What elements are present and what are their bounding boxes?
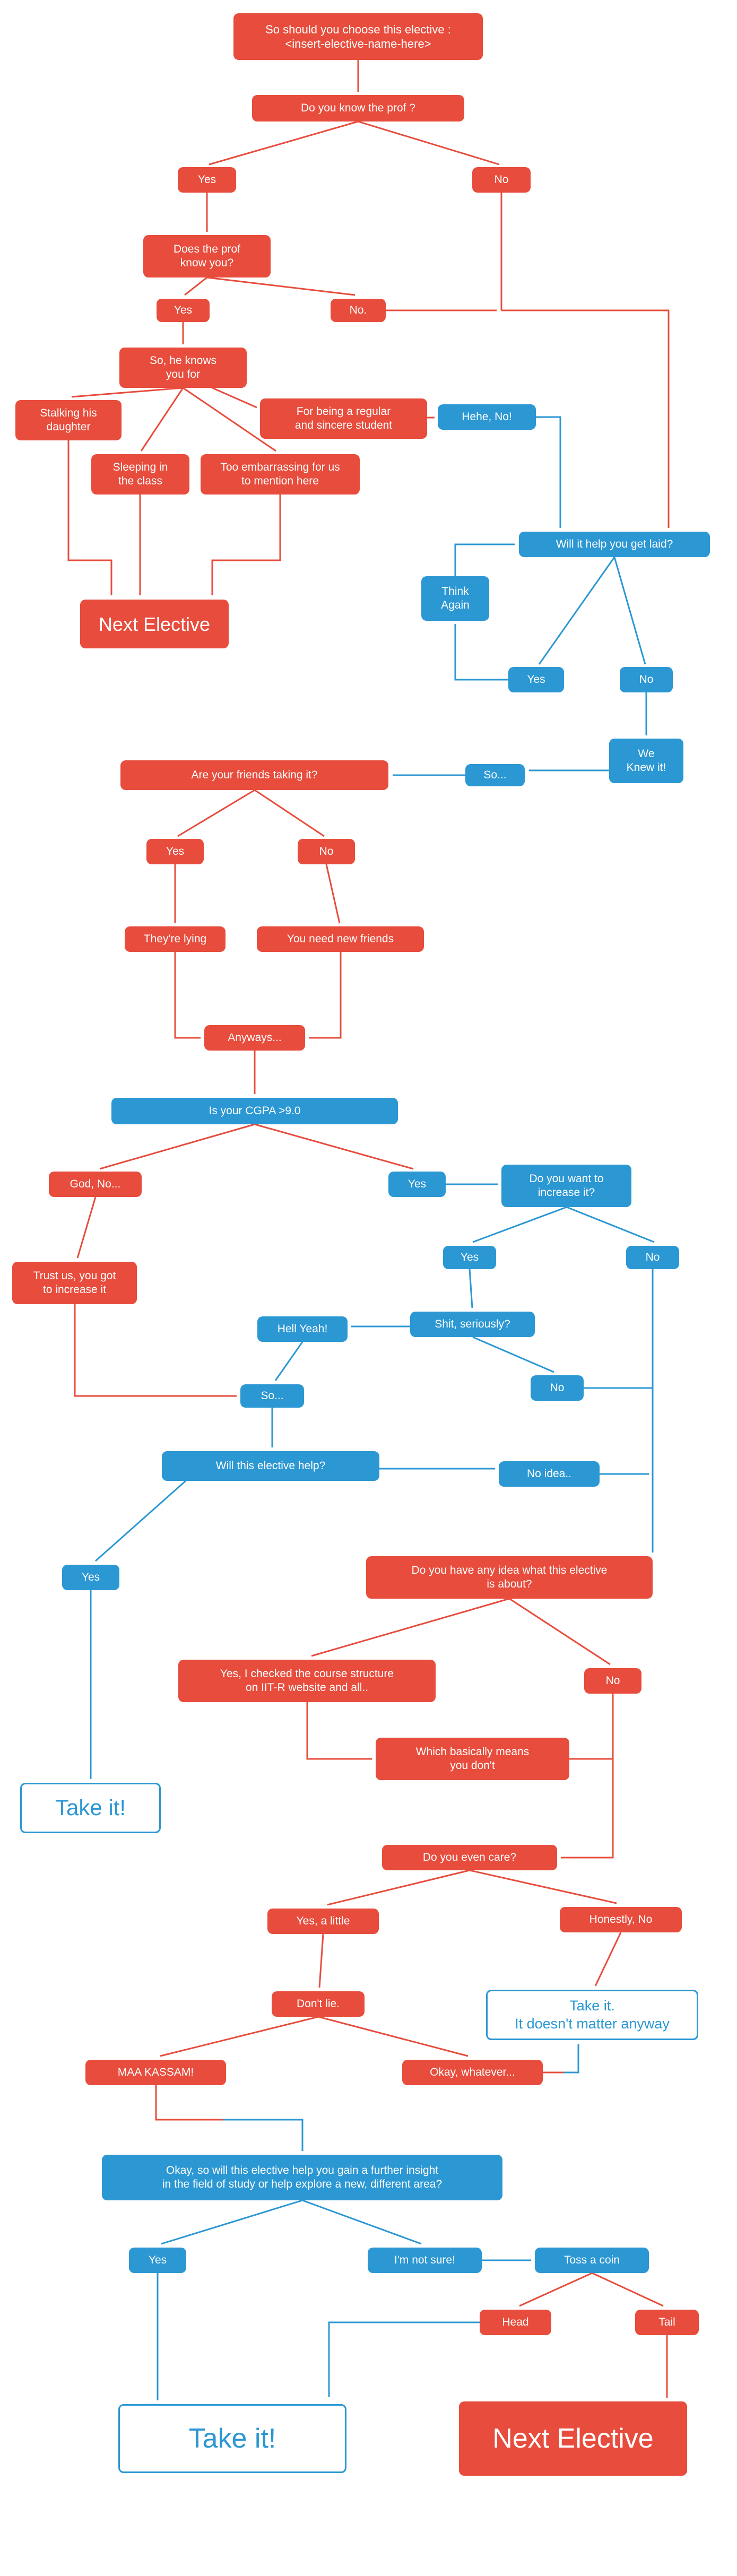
stalking-daughter-box: Stalking his daughter: [15, 400, 122, 440]
cgpa-god-no: God, No...: [49, 1172, 142, 1197]
basically-means-box: Which basically means you don't: [376, 1738, 569, 1780]
coin-tail-box: Tail: [635, 2310, 699, 2335]
get-laid-yes: Yes: [508, 667, 564, 692]
seriously-no: No: [531, 1375, 584, 1401]
maa-kassam-box: MAA KASSAM!: [85, 2060, 226, 2085]
prof-knows-you-question: Does the prof know you?: [143, 235, 271, 277]
dont-lie-box: Don't lie.: [272, 1991, 365, 2017]
know-the-prof-question: Do you know the prof ?: [252, 95, 464, 122]
elective-help-yes: Yes: [62, 1565, 119, 1590]
no-idea-box: No idea..: [499, 1461, 600, 1487]
prof-knows-yes: Yes: [157, 299, 210, 322]
too-embarrassing-box: Too embarrassing for us to mention here: [201, 454, 360, 495]
friends-taking-question: Are your friends taking it?: [120, 760, 388, 790]
sleeping-in-class-box: Sleeping in the class: [91, 454, 189, 495]
we-knew-it-box: We Knew it!: [609, 739, 683, 783]
not-sure-box: I'm not sure!: [368, 2248, 482, 2273]
hell-yeah-box: Hell Yeah!: [257, 1316, 348, 1342]
hehe-no-box: Hehe, No!: [438, 404, 536, 430]
think-again-box: Think Again: [421, 576, 489, 621]
anyways-box: Anyways...: [204, 1025, 305, 1051]
increase-yes: Yes: [443, 1246, 496, 1269]
knows-you-for-box: So, he knows you for: [119, 348, 247, 388]
prof-knows-no: No.: [331, 299, 386, 322]
take-it-final-box: Take it!: [118, 2404, 346, 2473]
friends-yes: Yes: [146, 839, 204, 864]
toss-a-coin-box: Toss a coin: [535, 2248, 649, 2273]
get-laid-question: Will it help you get laid?: [519, 532, 710, 557]
checked-structure-box: Yes, I checked the course structure on I…: [178, 1660, 436, 1702]
even-care-question: Do you even care?: [382, 1845, 557, 1870]
next-elective-final-box: Next Elective: [459, 2401, 687, 2476]
care-honestly-no: Honestly, No: [560, 1907, 682, 1932]
take-it-doesnt-matter-box: Take it. It doesn't matter anyway: [486, 1990, 698, 2040]
increase-no: No: [626, 1246, 679, 1269]
start-question-box: So should you choose this elective : <in…: [233, 13, 483, 60]
coin-head-box: Head: [480, 2310, 551, 2335]
increase-question: Do you want to increase it?: [501, 1165, 631, 1207]
shit-seriously-box: Shit, seriously?: [410, 1312, 535, 1337]
need-new-friends-box: You need new friends: [257, 926, 424, 952]
know-prof-yes: Yes: [178, 167, 236, 193]
insight-yes: Yes: [129, 2248, 186, 2273]
cgpa-yes: Yes: [388, 1172, 446, 1197]
get-laid-no: No: [620, 667, 673, 692]
theyre-lying-box: They're lying: [125, 926, 226, 952]
elective-help-question: Will this elective help?: [162, 1451, 379, 1481]
friends-no: No: [298, 839, 355, 864]
any-idea-question: Do you have any idea what this elective …: [366, 1556, 653, 1599]
regular-sincere-box: For being a regular and sincere student: [260, 398, 427, 439]
so-connector-box-2: So...: [240, 1384, 304, 1408]
okay-whatever-box: Okay, whatever...: [402, 2060, 543, 2085]
cgpa-question: Is your CGPA >9.0: [111, 1098, 398, 1124]
know-prof-no: No: [472, 167, 531, 193]
take-it-box-1: Take it!: [20, 1783, 161, 1833]
so-connector-box-1: So...: [465, 764, 525, 786]
any-idea-no: No: [584, 1668, 641, 1694]
trust-us-box: Trust us, you got to increase it: [12, 1262, 137, 1304]
insight-question: Okay, so will this elective help you gai…: [102, 2155, 502, 2200]
care-yes-a-little: Yes, a little: [267, 1909, 379, 1934]
next-elective-box: Next Elective: [80, 600, 229, 648]
